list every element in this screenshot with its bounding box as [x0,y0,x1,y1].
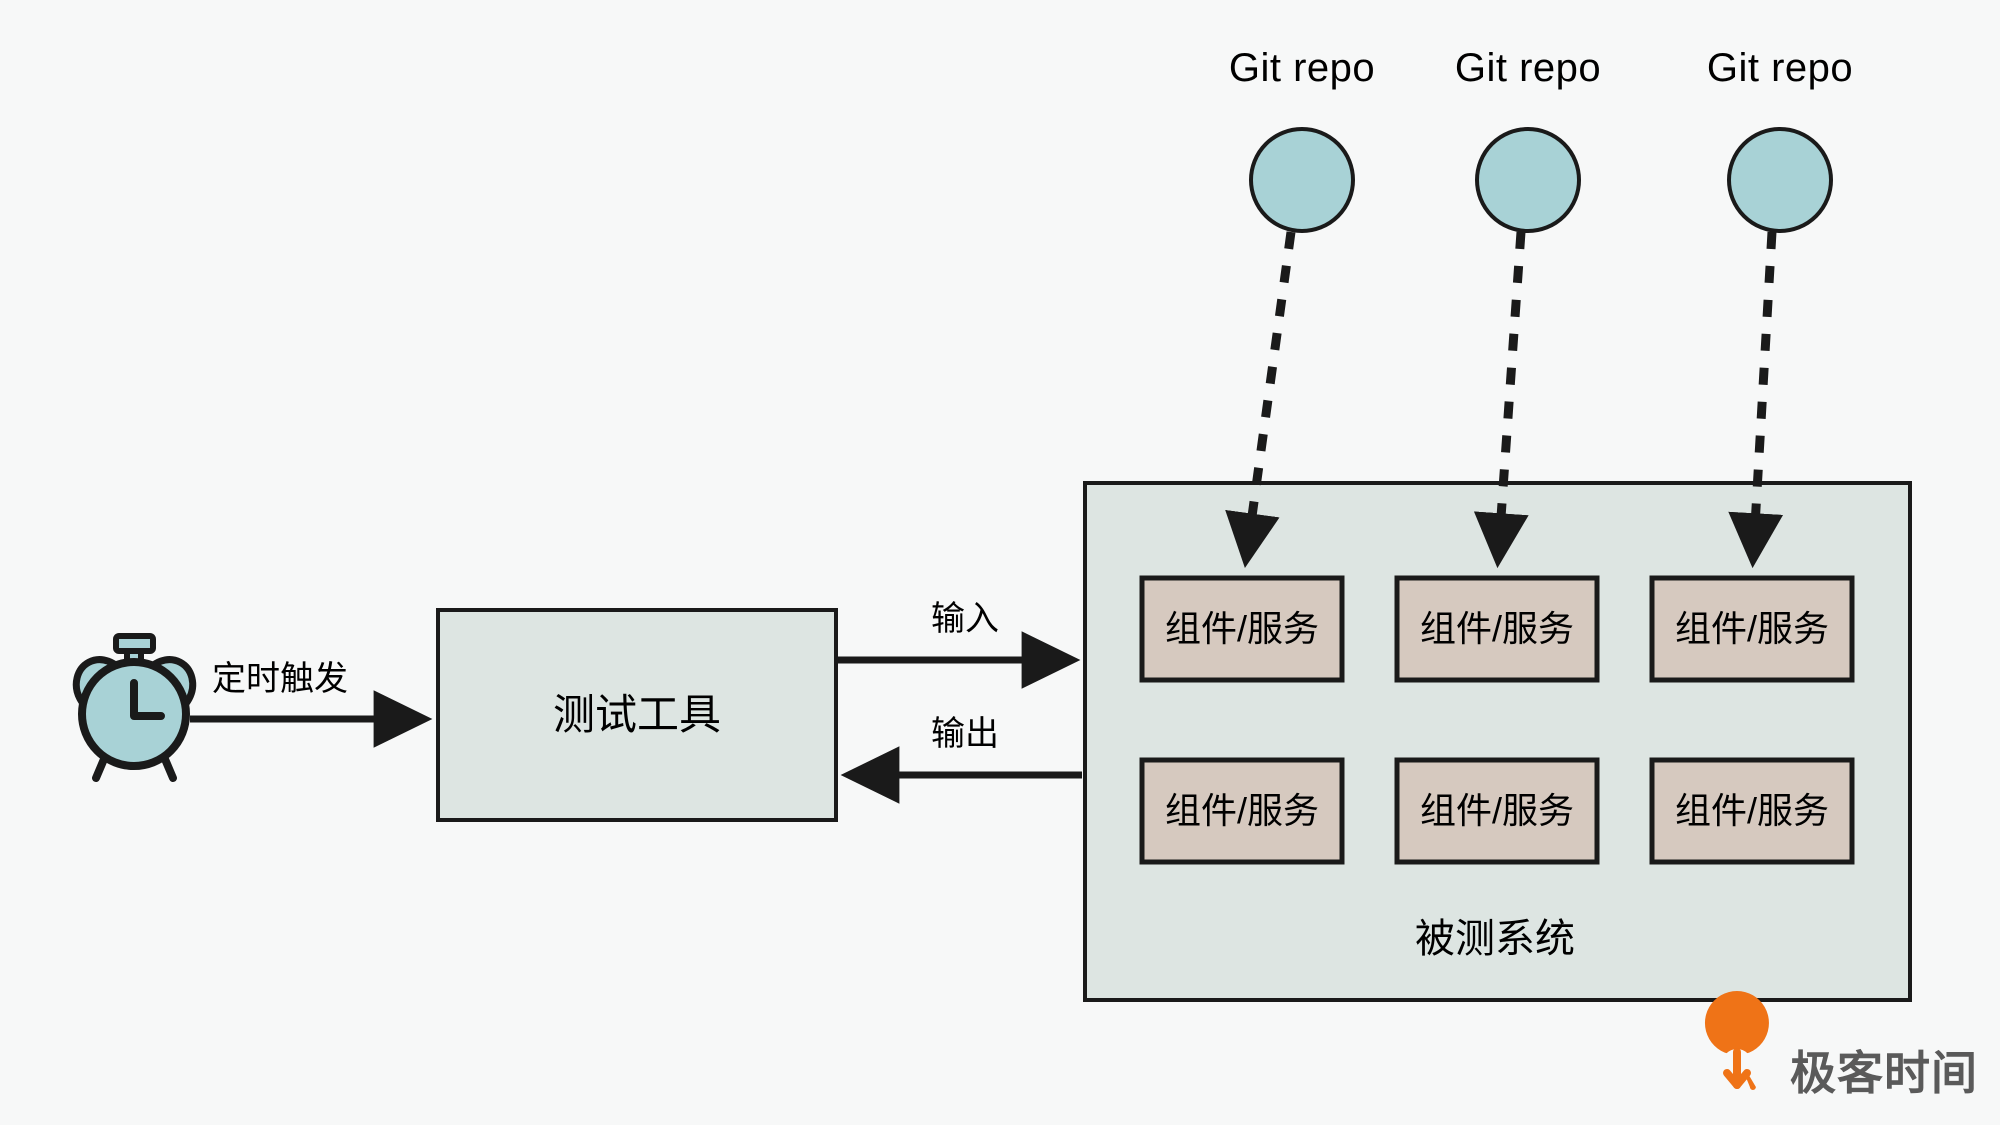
component-box [1394,575,1600,683]
git-repo-circle-icon [1727,127,1833,233]
repo-to-component-dashed-edge [1473,231,1529,569]
git-repo-circle-icon [1249,127,1355,233]
repo-to-component-dashed-edge [1728,231,1784,569]
brand-icon-spacer [1718,1044,1776,1102]
component-box [1649,575,1855,683]
git-repo-circle-icon [1475,127,1581,233]
system-under-test-box [1083,481,1912,1002]
component-box [1139,757,1345,865]
brand-name: 极客时间 [1790,1047,1978,1099]
geektime-logo-icon [1704,991,1769,1090]
test-tool-box [436,608,838,822]
alarm-clock-icon [72,633,197,782]
component-box [1139,575,1345,683]
component-box [1394,757,1600,865]
component-box [1649,757,1855,865]
brand-logo: 极客时间 [1718,1044,1978,1102]
repo-to-component-dashed-edge [1225,231,1296,569]
